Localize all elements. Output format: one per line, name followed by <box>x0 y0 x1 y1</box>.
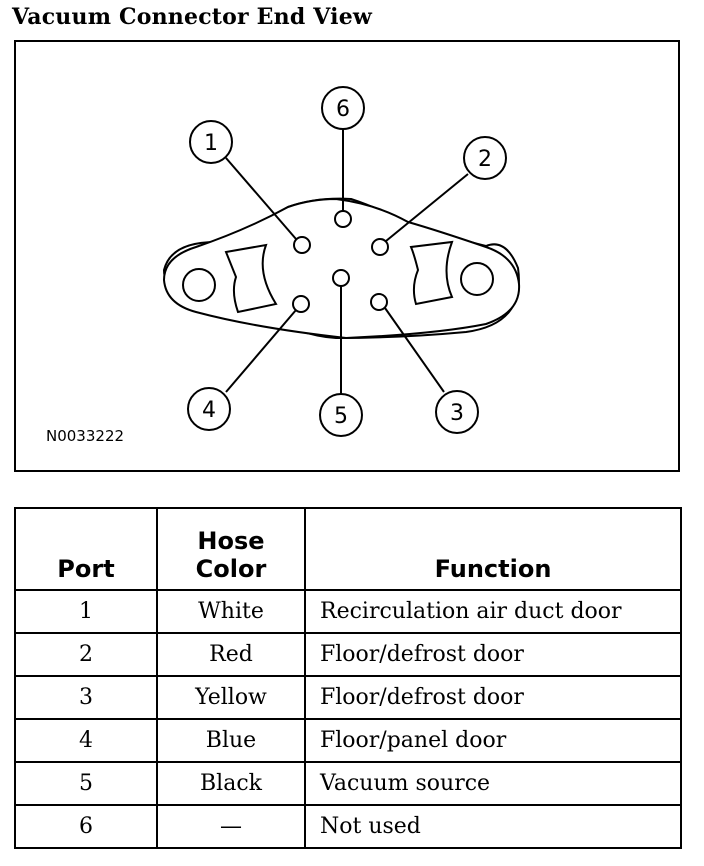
page-title: Vacuum Connector End View <box>12 4 373 30</box>
port-cell: 6 <box>14 804 158 849</box>
hose-color-cell: Black <box>156 761 306 806</box>
table-row: 1 White Recirculation air duct door <box>14 589 682 634</box>
callout-4-label: 4 <box>202 398 216 423</box>
port-cell: 5 <box>14 761 158 806</box>
table-row: 2 Red Floor/defrost door <box>14 632 682 677</box>
hose-color-cell: White <box>156 589 306 634</box>
hose-color-cell: Red <box>156 632 306 677</box>
port-cell: 2 <box>14 632 158 677</box>
callout-5-label: 5 <box>334 404 348 429</box>
table-header-row: Port Hose Color Function <box>14 507 682 591</box>
port-hole-2 <box>371 238 389 256</box>
table-row: 5 Black Vacuum source <box>14 761 682 806</box>
callout-3-label: 3 <box>450 401 464 426</box>
callout-2-label: 2 <box>478 147 492 172</box>
connector-diagram: 6 1 2 4 5 3 N0033222 <box>14 40 680 472</box>
leader-2 <box>385 173 469 242</box>
callout-3: 3 <box>435 390 479 434</box>
leader-1 <box>225 157 297 240</box>
callout-4: 4 <box>187 387 231 431</box>
latch-left <box>224 243 278 314</box>
port-hole-1 <box>293 236 311 254</box>
port-hole-6 <box>334 210 352 228</box>
header-hose-color: Hose Color <box>156 507 306 591</box>
port-hole-5 <box>332 269 350 287</box>
callout-1: 1 <box>189 120 233 164</box>
hose-color-cell: — <box>156 804 306 849</box>
callout-1-label: 1 <box>204 131 218 156</box>
port-table: Port Hose Color Function 1 White Recircu… <box>14 507 682 849</box>
leader-4 <box>225 309 297 393</box>
function-cell: Floor/panel door <box>304 718 682 763</box>
callout-6: 6 <box>321 86 365 130</box>
latch-right <box>409 240 454 306</box>
mounting-hole-left <box>182 268 216 302</box>
function-cell: Not used <box>304 804 682 849</box>
table-row: 6 — Not used <box>14 804 682 849</box>
table-row: 3 Yellow Floor/defrost door <box>14 675 682 720</box>
table-row: 4 Blue Floor/panel door <box>14 718 682 763</box>
header-port: Port <box>14 507 158 591</box>
port-cell: 4 <box>14 718 158 763</box>
leader-3 <box>384 307 445 393</box>
mounting-hole-right <box>460 262 494 296</box>
callout-2: 2 <box>463 136 507 180</box>
header-function: Function <box>304 507 682 591</box>
figure-id: N0033222 <box>46 427 125 445</box>
hose-color-cell: Yellow <box>156 675 306 720</box>
port-cell: 3 <box>14 675 158 720</box>
callout-5: 5 <box>319 393 363 437</box>
function-cell: Recirculation air duct door <box>304 589 682 634</box>
hose-color-cell: Blue <box>156 718 306 763</box>
callout-6-label: 6 <box>336 97 350 122</box>
port-cell: 1 <box>14 589 158 634</box>
function-cell: Floor/defrost door <box>304 675 682 720</box>
port-hole-3 <box>370 293 388 311</box>
port-hole-4 <box>292 295 310 313</box>
function-cell: Vacuum source <box>304 761 682 806</box>
function-cell: Floor/defrost door <box>304 632 682 677</box>
